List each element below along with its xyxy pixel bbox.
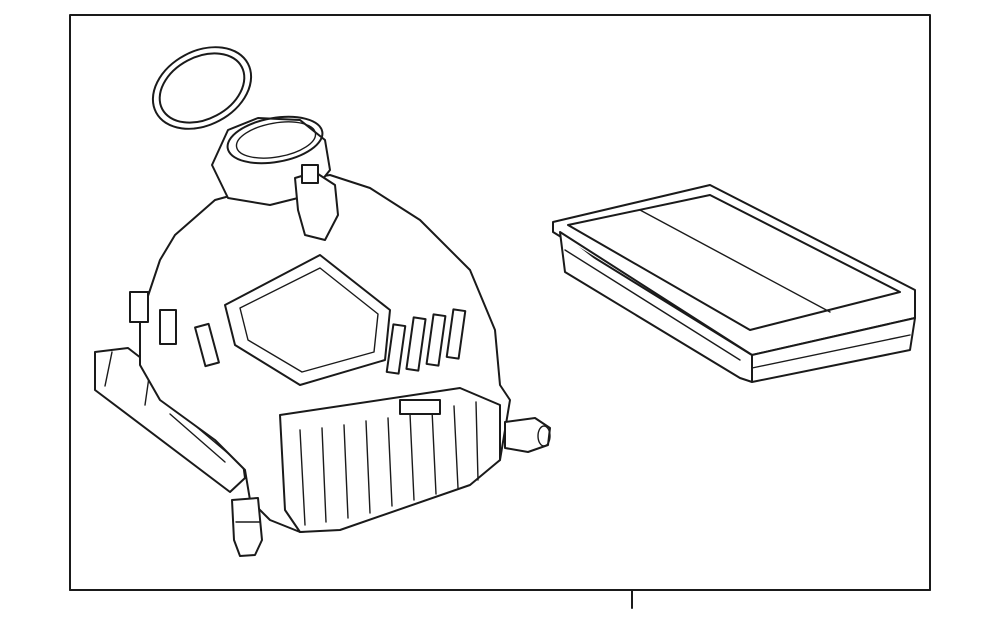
housing-clips (129, 291, 467, 415)
air-cleaner-assembly (94, 115, 551, 557)
housing-ribs (299, 401, 479, 526)
air-filter-element (552, 184, 916, 383)
seal-ring (151, 46, 253, 130)
diagram-frame (69, 14, 931, 609)
